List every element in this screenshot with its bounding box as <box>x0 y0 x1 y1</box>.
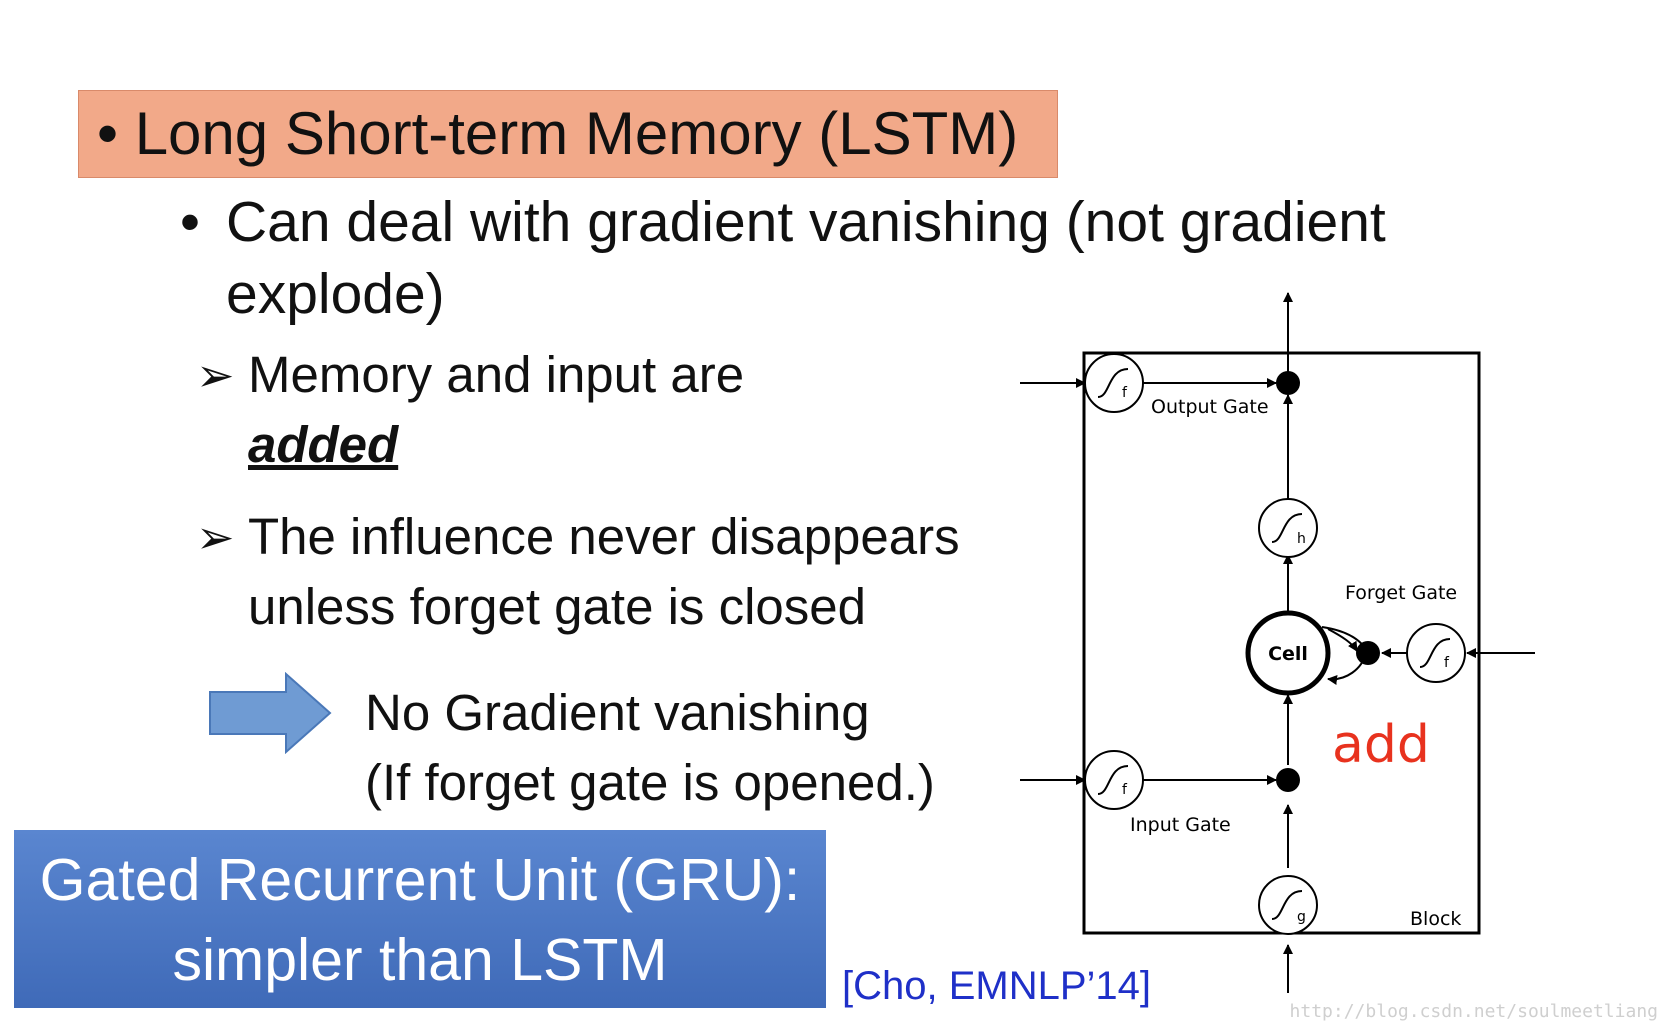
output-gate-label: Output Gate <box>1151 396 1269 418</box>
result-text: No Gradient vanishing (If forget gate is… <box>365 678 935 818</box>
arrow-bullet-icon: ➢ <box>196 349 235 401</box>
citation: [Cho, EMNLP’14] <box>842 964 1152 1008</box>
g-activation-sub: g <box>1297 909 1306 925</box>
bullet-gradient-text: Can deal with gradient vanishing (not gr… <box>226 190 1386 326</box>
watermark: http://blog.csdn.net/soulmeetliang <box>1289 1001 1658 1022</box>
forget-gate-label: Forget Gate <box>1345 582 1457 604</box>
bullet-dot: • <box>180 190 200 254</box>
gru-line2: simpler than LSTM <box>172 927 668 993</box>
lstm-title: • Long Short-term Memory (LSTM) <box>97 104 1018 164</box>
lstm-block-diagram: f Output Gate h Cell f Forget Gate add f… <box>1020 292 1535 993</box>
output-gate-sigmoid-icon <box>1084 353 1144 413</box>
forget-gate-sub: f <box>1444 655 1450 671</box>
gru-line1: Gated Recurrent Unit (GRU): <box>39 847 801 913</box>
g-activation-icon <box>1258 875 1318 935</box>
input-multiply-icon <box>1276 768 1300 792</box>
result-line2: (If forget gate is opened.) <box>365 754 935 811</box>
h-activation-icon <box>1258 498 1318 558</box>
result-line1: No Gradient vanishing <box>365 684 870 741</box>
sub-bullet-influence: ➢ The influence never disappears unless … <box>196 502 1016 642</box>
title-bullet: • <box>97 100 119 167</box>
title-text: Long Short-term Memory (LSTM) <box>134 100 1019 167</box>
sub1-line1: Memory and input are <box>248 346 745 403</box>
input-gate-sigmoid-icon <box>1084 750 1144 810</box>
h-activation-sub: h <box>1297 531 1306 547</box>
block-label: Block <box>1410 908 1461 930</box>
bullet-gradient-vanishing: • Can deal with gradient vanishing (not … <box>180 186 1520 330</box>
sub2-line2: unless forget gate is closed <box>248 578 867 635</box>
input-gate-label: Input Gate <box>1130 814 1231 836</box>
added-emphasis: added <box>248 416 399 473</box>
forget-gate-sigmoid-icon <box>1406 623 1466 683</box>
forget-multiply-icon <box>1356 641 1380 665</box>
sub2-line1: The influence never disappears <box>248 508 960 565</box>
right-arrow-icon <box>209 672 332 754</box>
sub-bullet-memory-added: ➢ Memory and input are added <box>196 340 956 480</box>
lstm-title-box: • Long Short-term Memory (LSTM) <box>78 90 1058 178</box>
input-gate-sub: f <box>1122 782 1128 798</box>
output-gate-sub: f <box>1122 385 1128 401</box>
cell-label: Cell <box>1268 643 1308 665</box>
output-multiply-icon <box>1276 371 1300 395</box>
cell-icon <box>1245 610 1331 696</box>
gru-box: Gated Recurrent Unit (GRU): simpler than… <box>14 830 826 1008</box>
add-label: add <box>1332 715 1430 775</box>
arrow-bullet-icon: ➢ <box>196 511 235 563</box>
